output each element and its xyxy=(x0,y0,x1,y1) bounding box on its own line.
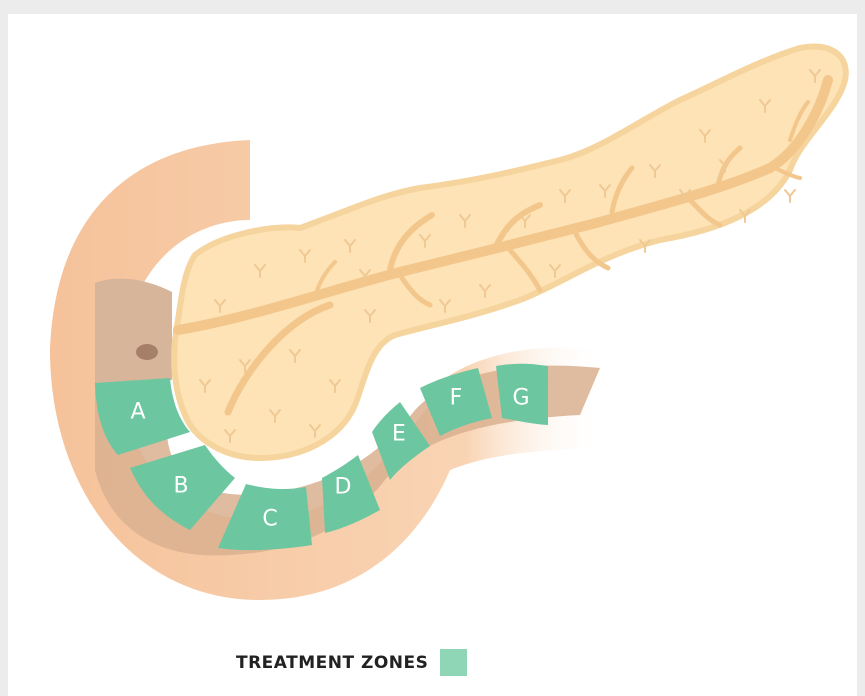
zone-label-g: G xyxy=(512,386,529,411)
zone-label-e: E xyxy=(392,422,406,447)
legend: TREATMENT ZONES xyxy=(236,649,467,676)
papilla xyxy=(136,344,158,360)
zone-label-a: A xyxy=(130,400,145,425)
zone-label-c: C xyxy=(262,507,277,532)
legend-swatch xyxy=(440,649,467,676)
zone-label-b: B xyxy=(173,474,188,499)
zone-label-d: D xyxy=(335,475,352,500)
ampulla-region xyxy=(95,279,172,383)
legend-label: TREATMENT ZONES xyxy=(236,653,428,673)
zone-label-f: F xyxy=(450,386,463,411)
